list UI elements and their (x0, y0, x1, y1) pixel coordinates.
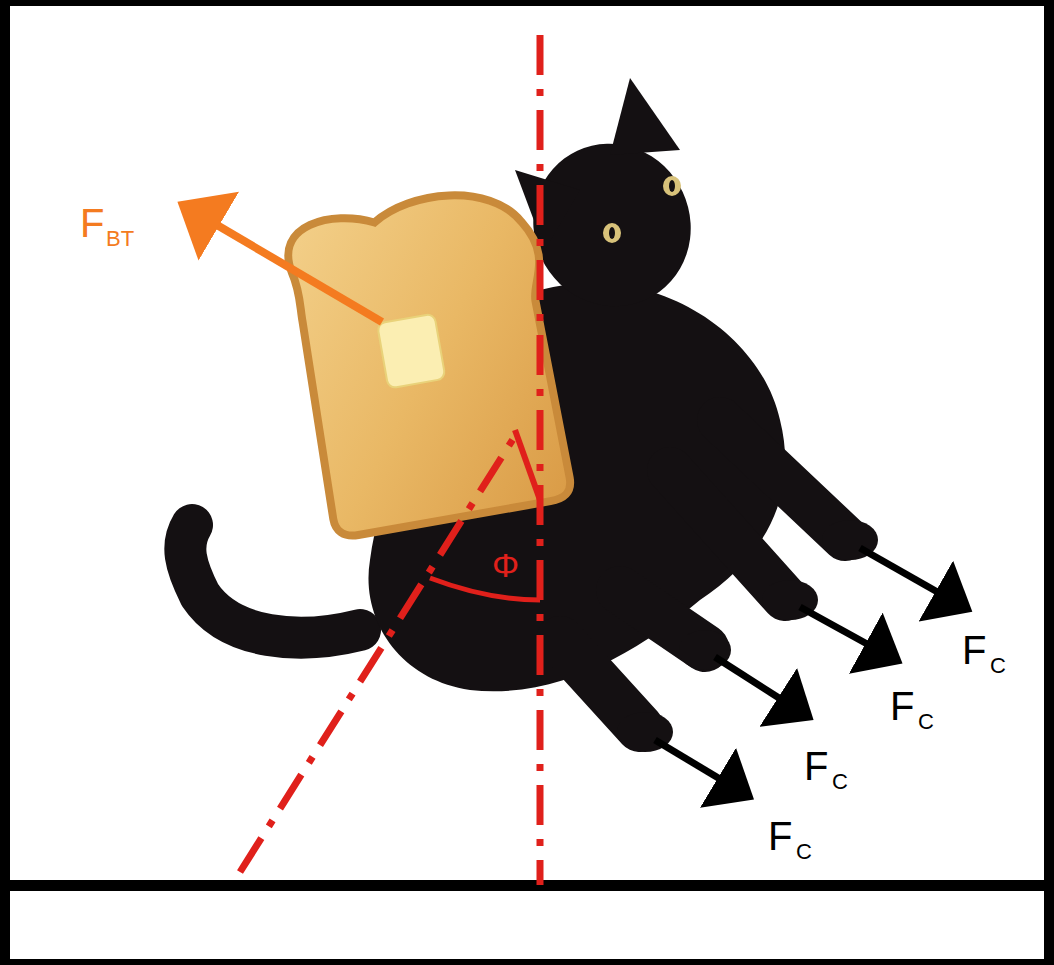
force-symbol: F (768, 816, 792, 856)
cat-pupil (669, 180, 675, 192)
frame (0, 959, 1054, 965)
frame (0, 0, 10, 965)
cat-pupil (609, 227, 615, 239)
frame (0, 0, 1054, 6)
force-arrow (860, 548, 948, 598)
floor-line (0, 880, 1054, 891)
force-subscript: C (832, 771, 848, 793)
force-arrow (715, 657, 790, 705)
force-symbol: F (80, 203, 104, 243)
force-arrow (655, 740, 730, 785)
force-subscript: BT (106, 228, 134, 250)
force-subscript: C (796, 841, 812, 863)
reference-lines (240, 35, 540, 885)
force-arrow (205, 218, 382, 322)
cat-eye (603, 223, 621, 243)
force-symbol: F (962, 630, 986, 670)
force-subscript: C (918, 711, 934, 733)
force-arrow (800, 607, 878, 650)
force-symbol: F (890, 686, 914, 726)
angle-symbol: Φ (492, 548, 519, 582)
cat-eye (663, 176, 681, 196)
frame (1044, 0, 1054, 965)
cat (185, 78, 878, 752)
buttered-toast (281, 181, 581, 539)
force-subscript: C (990, 655, 1006, 677)
force-symbol: F (804, 746, 828, 786)
